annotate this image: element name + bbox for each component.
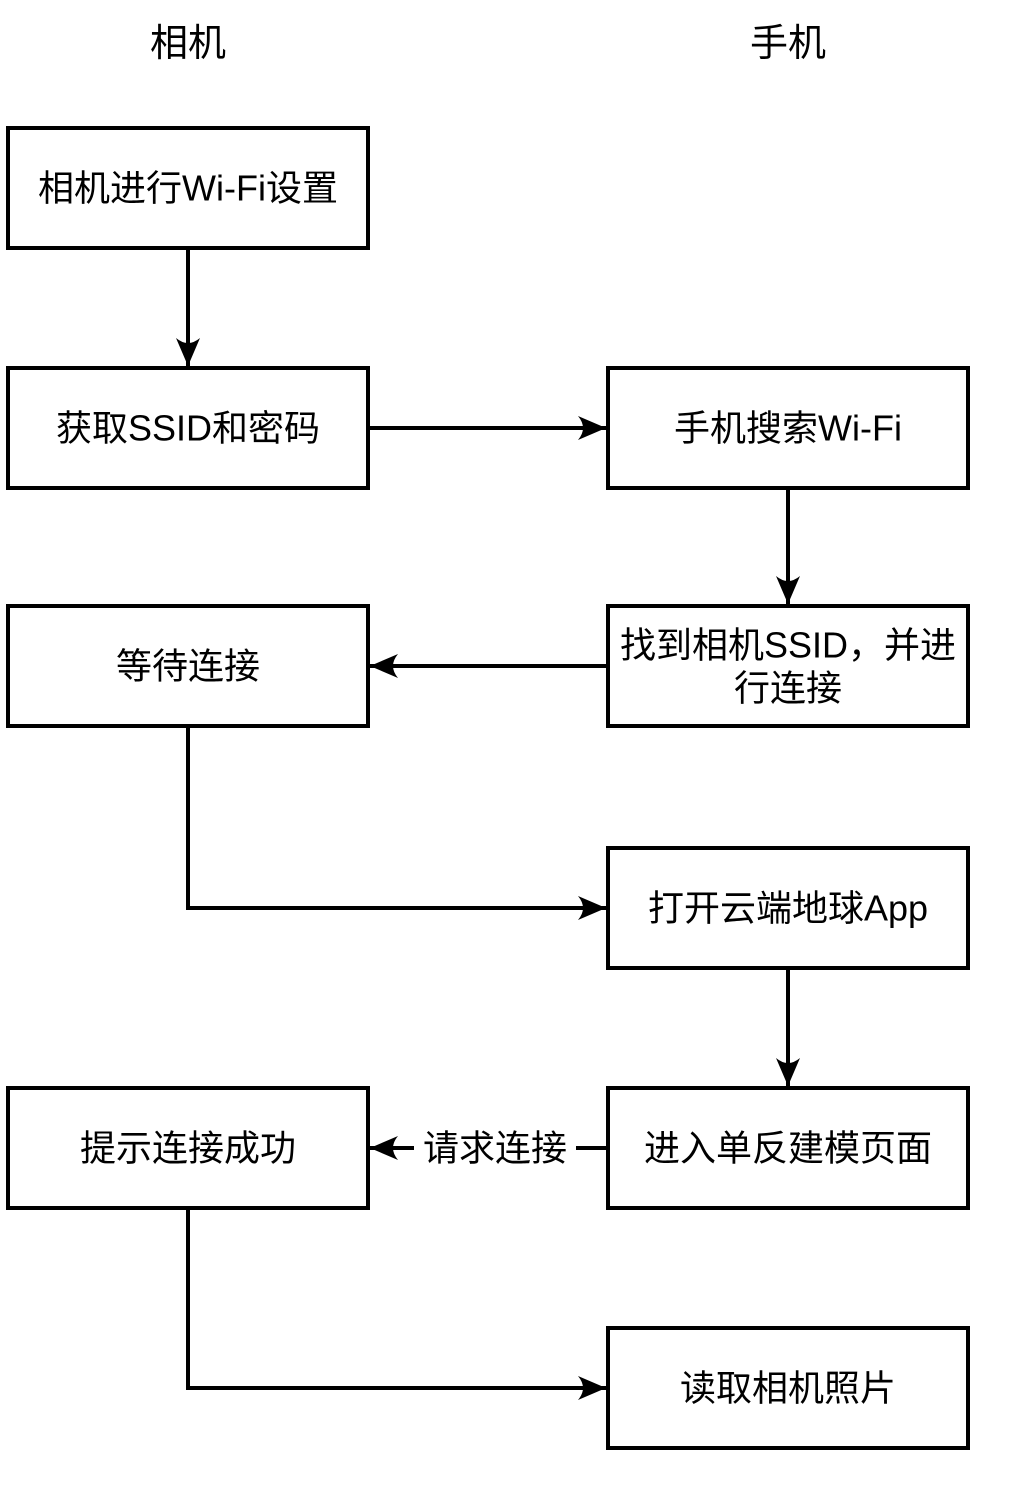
flow-node-read-camera-photos: 读取相机照片 [606,1326,970,1450]
node-box [6,1086,370,1210]
node-label: 等待连接 [116,646,260,687]
flow-node-phone-search-wifi: 手机搜索Wi-Fi [606,366,970,490]
node-label: 相机进行Wi-Fi设置 [38,168,338,209]
edge-label-request-connect-group: 请求连接 [414,1126,576,1170]
flow-node-open-cloud-earth-app: 打开云端地球App [606,846,970,970]
flow-node-wait-connection: 等待连接 [6,604,370,728]
edge-wait-connection-to-open-cloud-earth-app [186,726,606,920]
node-label-line-1: 找到相机SSID，并进 [620,625,956,666]
flow-node-find-camera-ssid-connect: 找到相机SSID，并进 行连接 [606,604,970,728]
node-box [606,846,970,970]
node-box [606,604,970,728]
edge-label-mask [414,1126,576,1170]
node-box [6,126,370,250]
node-label: 手机搜索Wi-Fi [674,408,902,449]
node-box [6,604,370,728]
flow-node-camera-wifi-setup: 相机进行Wi-Fi设置 [6,126,370,250]
lane-header-camera: 相机 [150,23,226,65]
node-label: 提示连接成功 [80,1128,296,1169]
node-label: 获取SSID和密码 [56,408,320,449]
edge-label-request-connect: 请求连接 [423,1128,567,1169]
node-label: 进入单反建模页面 [644,1128,932,1169]
lane-header-phone: 手机 [750,23,826,65]
flow-node-notify-connection-success: 提示连接成功 [6,1086,370,1210]
node-label: 打开云端地球App [648,888,928,929]
node-box [606,1326,970,1450]
node-label-line-2: 行连接 [734,668,842,709]
node-label: 读取相机照片 [680,1368,896,1409]
flow-node-get-ssid-password: 获取SSID和密码 [6,366,370,490]
edge-notify-connection-success-to-read-camera-photos [186,1208,606,1400]
node-box [606,366,970,490]
node-box [6,366,370,490]
node-box [606,1086,970,1210]
flow-node-enter-dslr-modeling-page: 进入单反建模页面 [606,1086,970,1210]
